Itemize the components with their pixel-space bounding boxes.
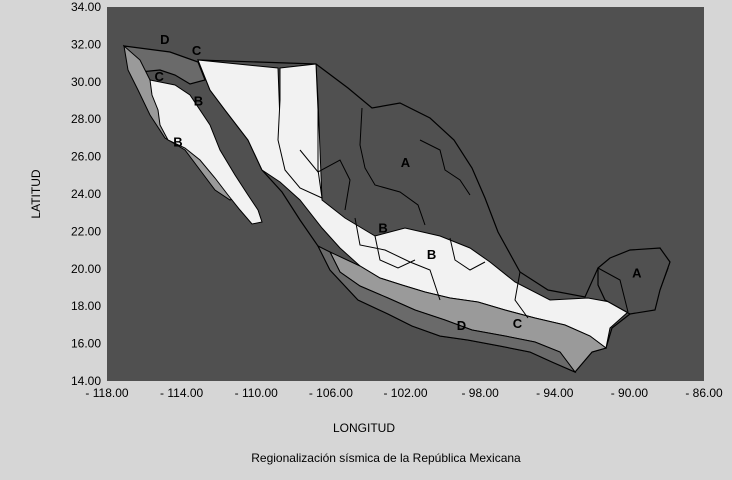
x-tick-label: - 94.00 <box>536 386 574 400</box>
yucatan-zone-a <box>597 247 671 315</box>
y-tick-label: 18.00 <box>71 299 101 313</box>
x-tick-label: - 86.00 <box>685 386 723 400</box>
zone-label-d: D <box>160 32 169 47</box>
state-borders <box>299 107 629 319</box>
mexico-map-shapes <box>122 44 671 374</box>
zone-label-d: D <box>457 318 466 333</box>
y-tick-label: 14.00 <box>71 374 101 388</box>
x-tick-label: - 114.00 <box>160 386 203 400</box>
zone-b-north <box>277 63 323 199</box>
zone-label-b: B <box>194 94 203 109</box>
zone-label-c: C <box>513 316 523 331</box>
y-tick-label: 32.00 <box>71 37 101 51</box>
x-tick-label: - 106.00 <box>309 386 353 400</box>
x-tick-label: - 98.00 <box>461 386 499 400</box>
zone-label-a: A <box>632 266 642 281</box>
y-tick-label: 22.00 <box>71 224 101 238</box>
zone-label-b: B <box>427 247 436 262</box>
y-tick-label: 16.00 <box>71 337 101 351</box>
y-tick-label: 30.00 <box>71 75 101 89</box>
x-axis-ticks: - 118.00 - 114.00 - 110.00 - 106.00 - 102.00… <box>85 386 723 400</box>
zone-label-b: B <box>378 221 387 236</box>
zone-label-c: C <box>155 69 165 84</box>
x-tick-label: - 102.00 <box>383 386 427 400</box>
x-tick-label: - 118.00 <box>85 386 128 400</box>
x-axis-title: LONGITUD <box>333 421 395 435</box>
x-tick-label: - 110.00 <box>235 386 278 400</box>
zone-label-c: C <box>192 43 202 58</box>
y-tick-label: 26.00 <box>71 150 101 164</box>
map-caption: Regionalización sísmica de la República … <box>251 451 521 465</box>
x-tick-label: - 90.00 <box>611 386 649 400</box>
zone-labels: A A B B B B C C C D D <box>155 32 643 333</box>
y-tick-label: 28.00 <box>71 112 101 126</box>
zone-d-coast <box>316 244 577 374</box>
baja-zone-b <box>149 79 263 225</box>
zone-label-b: B <box>173 135 182 150</box>
y-axis-title: LATITUD <box>29 169 43 218</box>
zone-label-a: A <box>401 155 411 170</box>
y-tick-label: 24.00 <box>71 187 101 201</box>
y-tick-label: 20.00 <box>71 262 101 276</box>
y-axis-ticks: 34.00 32.00 30.00 28.00 26.00 24.00 22.00 20.00… <box>71 0 101 388</box>
y-tick-label: 34.00 <box>71 0 101 14</box>
